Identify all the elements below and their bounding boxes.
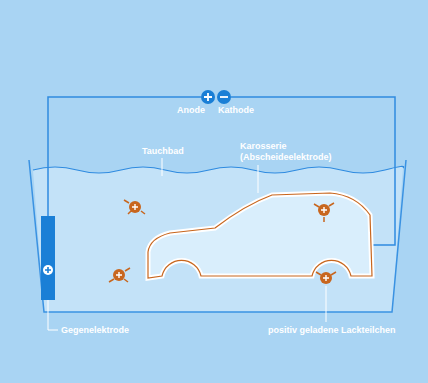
minus-sign [220, 96, 228, 98]
plus-sign [45, 267, 51, 273]
leader-line [48, 300, 58, 330]
paint-layer [148, 193, 372, 278]
terminal-label: Anode [165, 105, 205, 116]
electrode-mark [43, 265, 53, 275]
car-body [148, 193, 372, 278]
paint-particle [124, 200, 145, 214]
part-label: Tauchbad [142, 146, 202, 157]
paint-particle [314, 203, 334, 222]
bath-water [33, 166, 404, 312]
cathode-symbol [217, 90, 231, 104]
water-surface [33, 166, 404, 173]
paint-particle [109, 268, 130, 282]
terminal-label: Kathode [218, 105, 268, 116]
counter-electrode [41, 216, 55, 300]
tank-outline [29, 160, 406, 312]
part-label: Gegenelektrode [61, 325, 151, 336]
anode-symbol [201, 90, 215, 104]
plus-sign [204, 93, 212, 101]
paint-particle [316, 272, 336, 284]
part-label: Karosserie (Abscheideelektrode) [240, 141, 340, 163]
part-label: positiv geladene Lackteilchen [268, 325, 418, 336]
leader-line [258, 165, 259, 193]
leader-line [326, 286, 327, 322]
leader-line [162, 158, 163, 176]
